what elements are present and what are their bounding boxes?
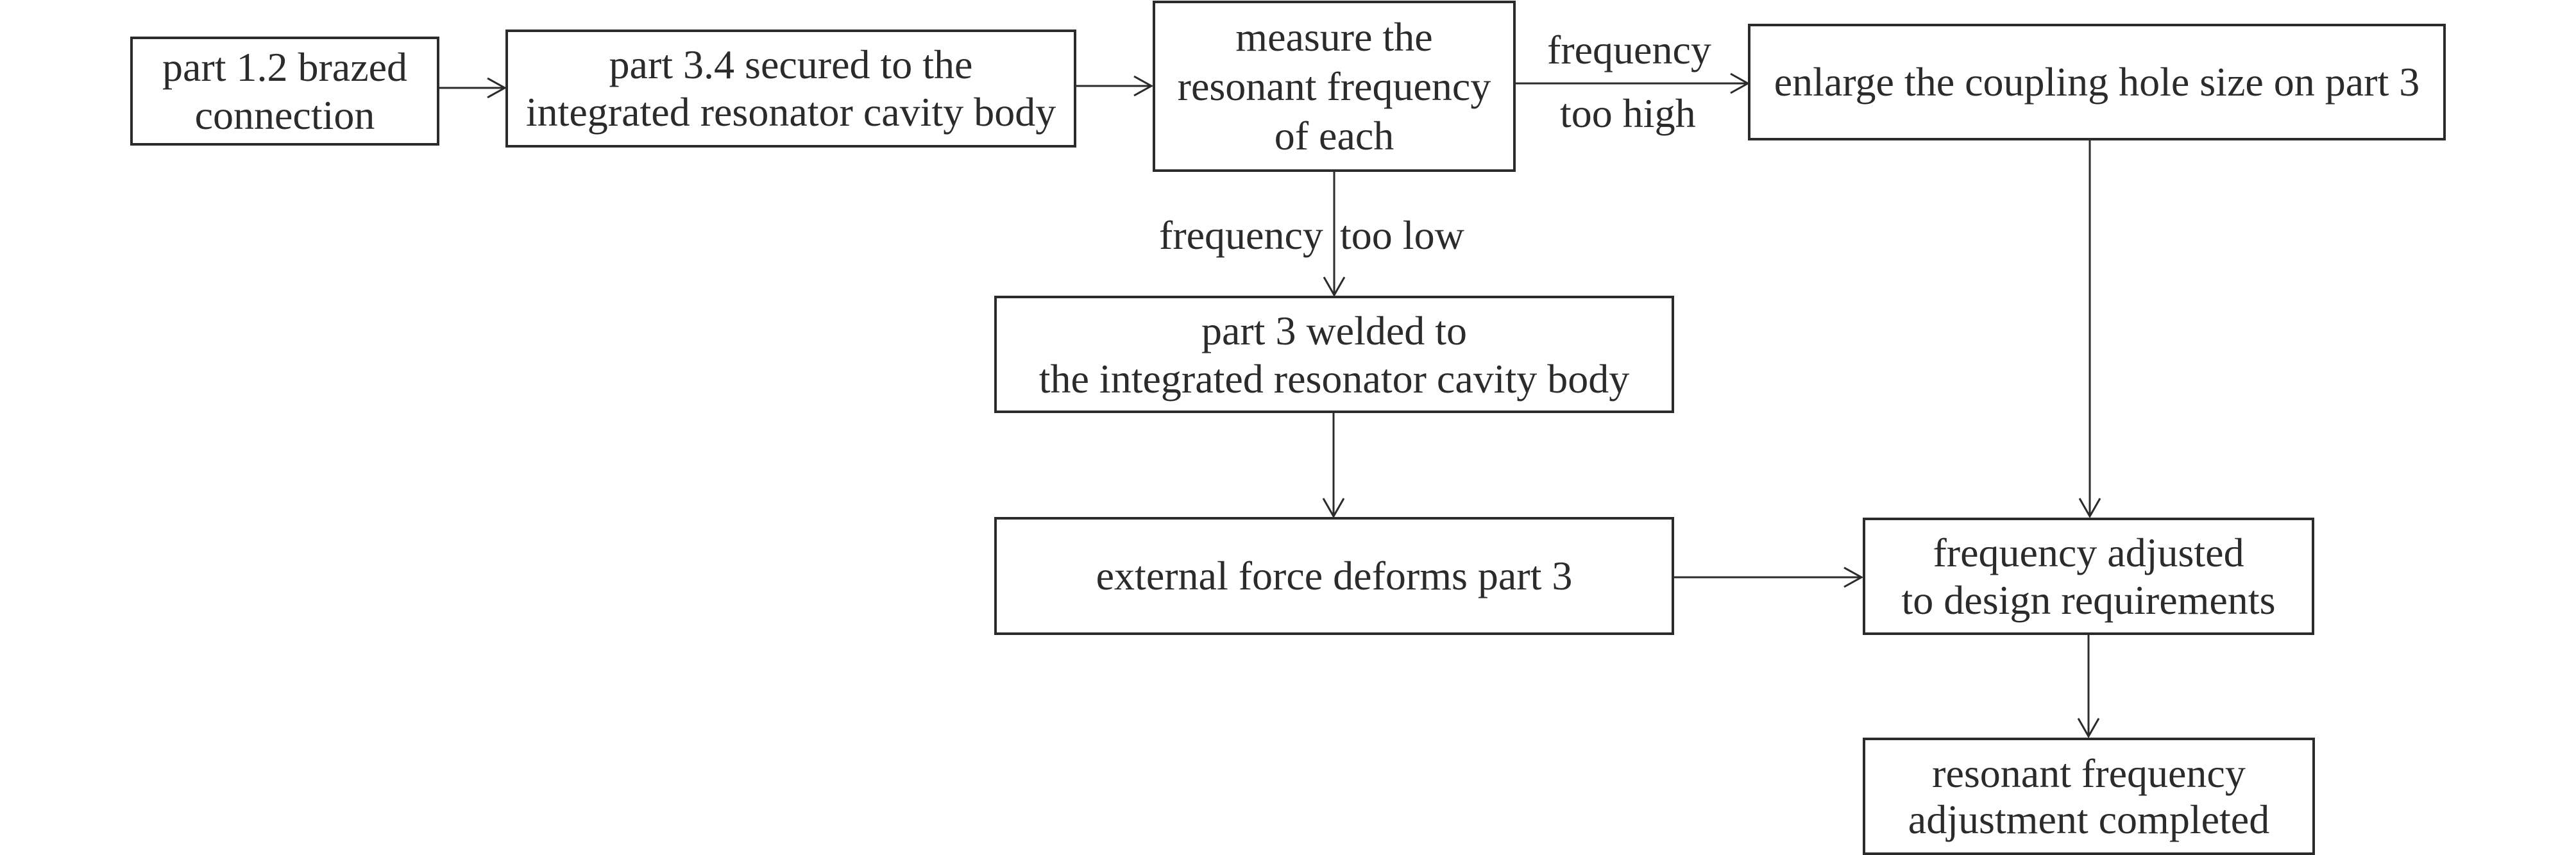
node-part-secured: part 3.4 secured to the integrated reson…	[505, 30, 1076, 148]
arrow-n3-n5-head-icon	[1323, 276, 1346, 298]
arrow-n6-n7-head-icon	[1843, 566, 1864, 588]
node-text-line: adjustment completed	[1908, 796, 2270, 842]
node-measure-frequency: measure the resonant frequency of each	[1153, 1, 1516, 172]
node-text-line: frequency adjusted	[1933, 529, 2244, 575]
node-text-line: resonant frequency	[1177, 63, 1491, 109]
node-text-line: resonant frequency	[1932, 750, 2246, 796]
node-adjustment-completed: resonant frequency adjustment completed	[1863, 738, 2315, 855]
edge-label-frequency-low: frequency	[1159, 212, 1323, 258]
node-brazed-connection: part 1.2 brazed connection	[130, 37, 439, 146]
node-text-line: of each	[1274, 113, 1394, 158]
edge-label-too-low: too low	[1340, 212, 1464, 258]
arrow-n4-n7-head-icon	[2078, 498, 2101, 519]
node-text-line: the integrated resonator cavity body	[1038, 355, 1630, 402]
node-text-line: part 1.2 brazed	[162, 44, 408, 90]
node-text-line: enlarge the coupling hole size on part 3	[1774, 59, 2420, 105]
node-text-line: connection	[194, 92, 375, 138]
arrow-n7-n8-head-icon	[2077, 718, 2100, 739]
edge-label-frequency-high: frequency	[1547, 27, 1711, 72]
node-text-line: measure the	[1235, 14, 1433, 60]
node-text-line: part 3 welded to	[1201, 307, 1468, 353]
node-text-line: integrated resonator cavity body	[525, 89, 1056, 135]
node-enlarge-coupling-hole: enlarge the coupling hole size on part 3	[1748, 24, 2446, 140]
node-text-line: part 3.4 secured to the	[609, 42, 973, 87]
arrow-n1-n2-head-icon	[487, 77, 507, 99]
node-frequency-adjusted: frequency adjusted to design requirement…	[1863, 518, 2314, 635]
node-part-welded: part 3 welded to the integrated resonato…	[994, 296, 1674, 413]
arrow-n5-n6-head-icon	[1322, 498, 1345, 519]
node-text-line: to design requirements	[1901, 577, 2276, 623]
node-external-force: external force deforms part 3	[994, 517, 1674, 635]
node-text-line: external force deforms part 3	[1096, 553, 1573, 598]
arrow-n2-n3-head-icon	[1133, 75, 1154, 97]
edge-label-too-high: too high	[1560, 90, 1696, 136]
